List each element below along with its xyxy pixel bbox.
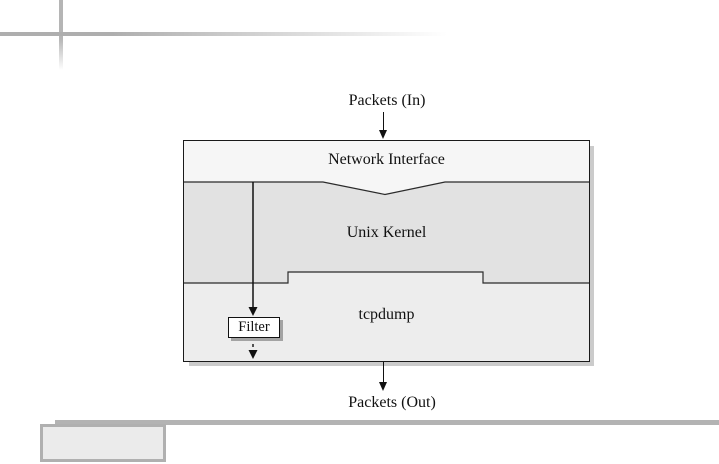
filter-box: Filter — [228, 317, 280, 338]
arrow-down-icon — [248, 307, 258, 316]
arrow-down-icon — [379, 130, 387, 139]
unix-kernel-region — [184, 182, 589, 283]
tcpdump-label: tcpdump — [358, 306, 415, 323]
footer-accent-bar — [55, 420, 719, 425]
kernel-tcpdump-boundary-line — [184, 271, 589, 284]
page-border-horizontal-rule — [0, 32, 447, 36]
filter-label: Filter — [238, 319, 270, 335]
packets-out-arrow-line — [382, 362, 384, 383]
arrow-down-icon — [379, 382, 387, 391]
unix-kernel-label: Unix Kernel — [346, 224, 427, 241]
footer-figure-box — [40, 424, 166, 462]
interface-kernel-boundary-line — [184, 181, 589, 196]
packets-in-arrow-line — [382, 112, 384, 131]
tcpdump-architecture-diagram: Network Interface Unix Kernel tcpdump Fi… — [183, 140, 590, 362]
packets-in-label: Packets (In) — [348, 92, 426, 109]
arrow-down-icon — [248, 350, 258, 359]
network-interface-label: Network Interface — [328, 151, 445, 168]
packets-out-label: Packets (Out) — [348, 394, 436, 411]
network-interface-region — [184, 141, 589, 195]
